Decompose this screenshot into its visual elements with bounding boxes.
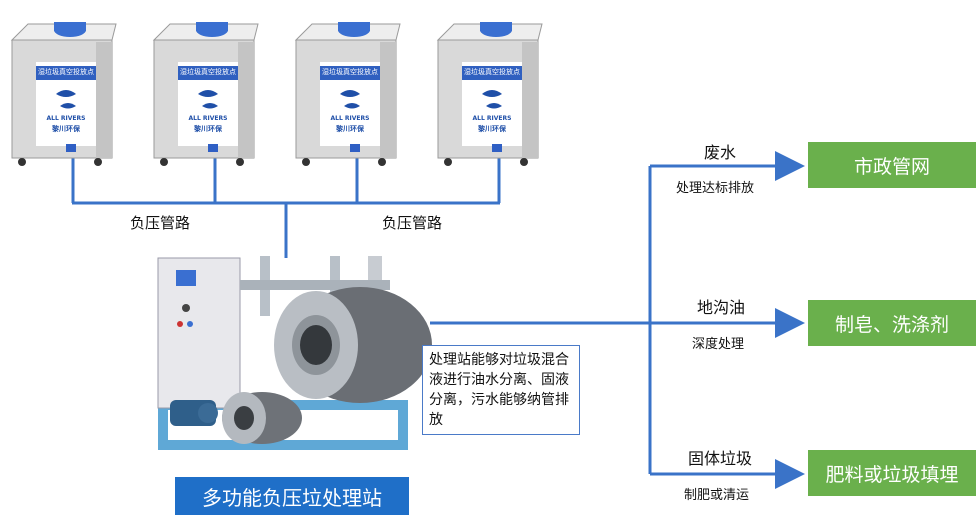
station-description: 处理站能够对垃圾混合液进行油水分离、固液分离，污水能够纳管排放 — [422, 345, 580, 435]
unit-cabinet-icon — [10, 22, 117, 166]
branch-title-wastewater: 废水 — [704, 143, 737, 162]
unit-brand-en: ALL RIVERS — [46, 115, 86, 122]
target-box-soap: 制皂、洗涤剂 — [808, 300, 976, 346]
pipe-label-right: 负压管路 — [382, 214, 443, 232]
unit-brand-cn: 黎川环保 — [194, 125, 222, 133]
unit-label: 湿垃圾真空投放点 — [322, 68, 378, 76]
station-title: 多功能负压垃处理站 — [175, 477, 409, 515]
collection-unit-2: 湿垃圾真空投放点 ALL RIVERS 黎川环保 — [150, 12, 260, 172]
pipe-label-left: 负压管路 — [130, 214, 191, 232]
unit-brand-cn: 黎川环保 — [52, 125, 80, 133]
unit-brand-cn: 黎川环保 — [336, 125, 364, 133]
unit-brand-en: ALL RIVERS — [472, 115, 512, 122]
target-box-municipal: 市政管网 — [808, 142, 976, 188]
branch-title-oil: 地沟油 — [697, 298, 746, 317]
unit-brand-en: ALL RIVERS — [188, 115, 228, 122]
unit-cabinet-icon — [436, 22, 543, 166]
collection-unit-1: 湿垃圾真空投放点 ALL RIVERS 黎川环保 — [8, 12, 118, 172]
branch-sub-oil: 深度处理 — [692, 337, 745, 352]
processing-station-icon — [157, 256, 432, 450]
collection-unit-4: 湿垃圾真空投放点 ALL RIVERS 黎川环保 — [434, 12, 544, 172]
branch-sub-solid: 制肥或清运 — [684, 488, 750, 503]
unit-brand-cn: 黎川环保 — [478, 125, 506, 133]
target-box-fertilizer: 肥料或垃圾填埋 — [808, 450, 976, 496]
unit-label: 湿垃圾真空投放点 — [38, 68, 94, 76]
collection-unit-3: 湿垃圾真空投放点 ALL RIVERS 黎川环保 — [292, 12, 402, 172]
branch-title-solid: 固体垃圾 — [688, 449, 753, 468]
unit-label: 湿垃圾真空投放点 — [464, 68, 520, 76]
unit-cabinet-icon — [294, 22, 401, 166]
unit-cabinet-icon — [152, 22, 259, 166]
unit-brand-en: ALL RIVERS — [330, 115, 370, 122]
unit-label: 湿垃圾真空投放点 — [180, 68, 236, 76]
branch-sub-wastewater: 处理达标排放 — [676, 181, 755, 196]
